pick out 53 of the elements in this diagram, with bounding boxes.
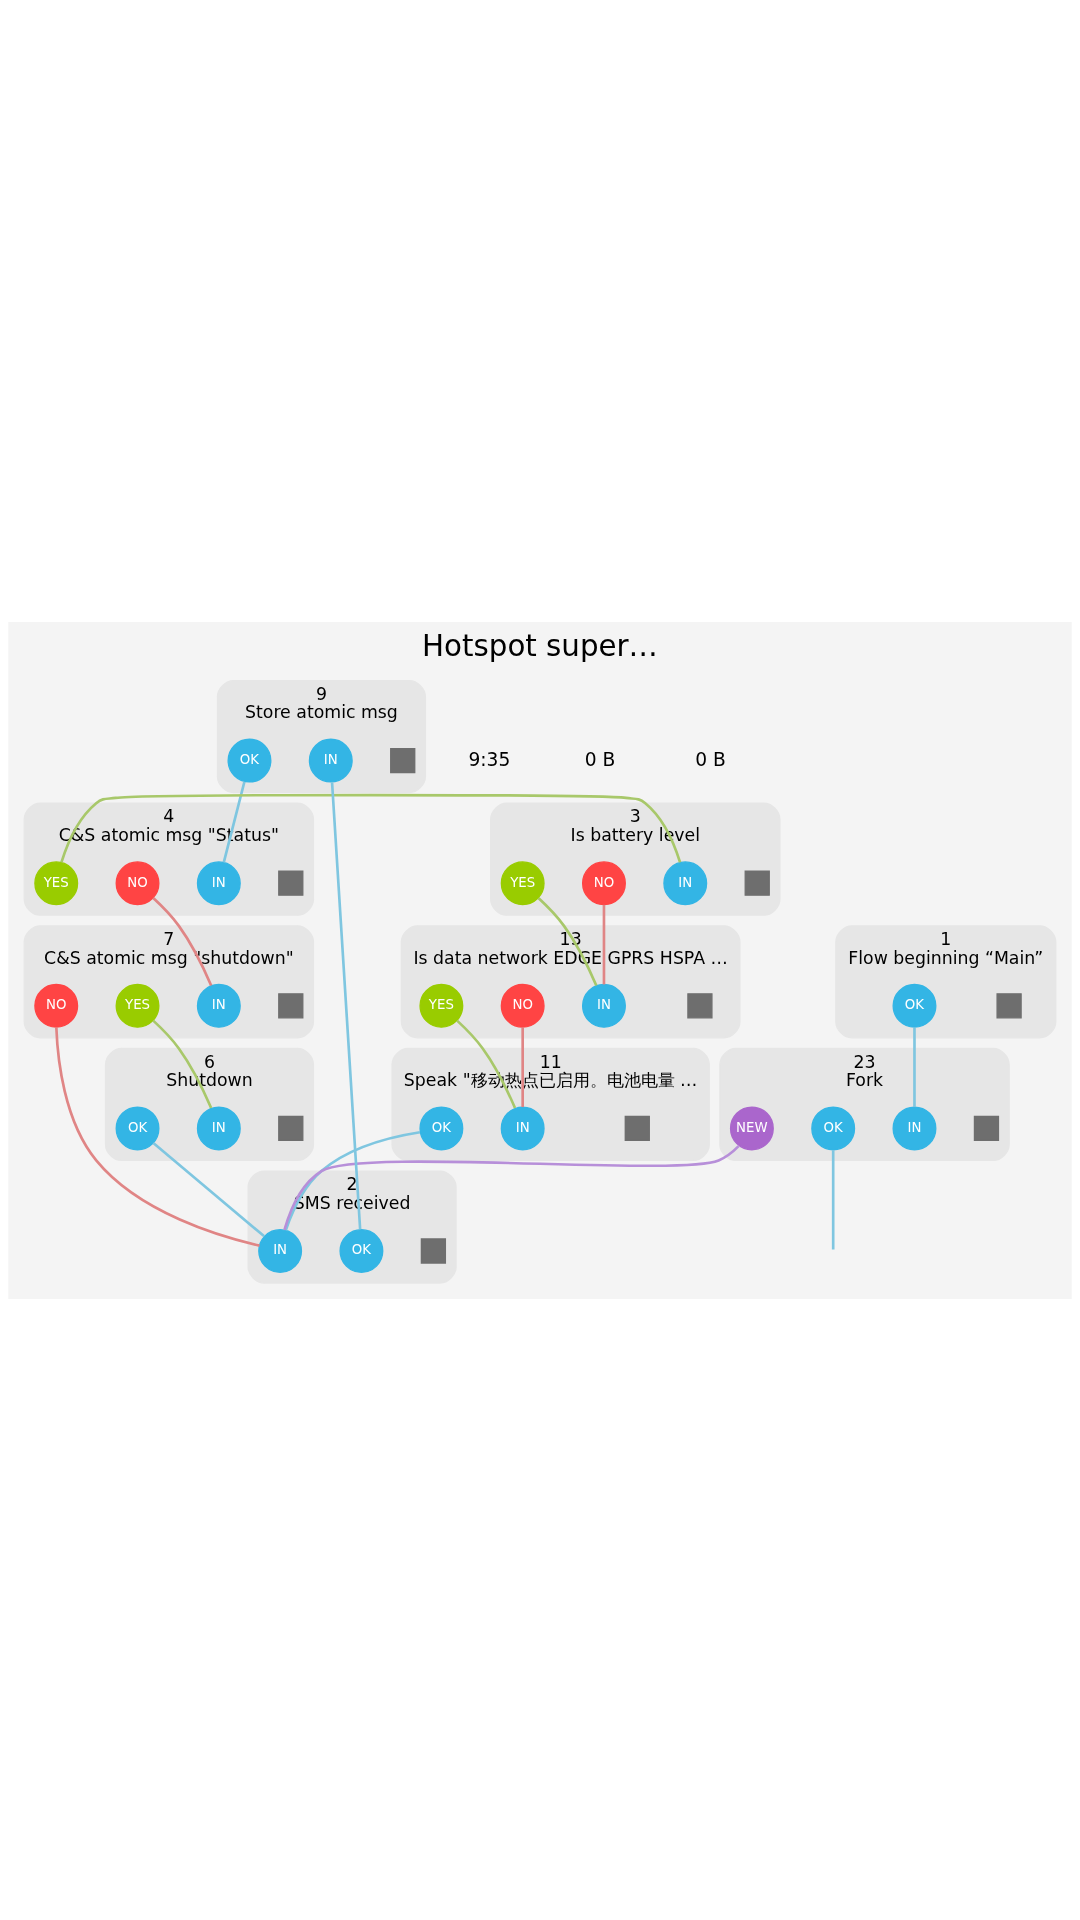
node-circle: NO [500,983,545,1028]
node-circle: NO [34,983,79,1028]
connector [521,1027,524,1107]
node-circle: NO [582,860,626,905]
diagram-title: Hotspot super… [422,628,658,663]
connector [55,1026,260,1247]
node-circle: IN [308,738,353,783]
connector [152,1019,213,1109]
node-circle: IN [196,860,241,905]
node-circle: IN [582,983,626,1028]
connector [222,780,246,863]
node-circle: NO [115,860,160,905]
node-circle: NEW [729,1105,774,1150]
node-box [624,1115,650,1141]
connector [284,1130,421,1231]
connector [602,904,606,984]
node-circle: IN [500,1105,545,1150]
connector [456,1019,517,1109]
node-circle: OK [115,1105,160,1150]
node-circle: IN [196,983,241,1028]
node-circle: YES [34,860,79,905]
node-circle: OK [892,983,937,1028]
node-box [687,992,713,1018]
connector [537,896,598,986]
label: 9:35 [468,748,511,770]
node-circle: IN [892,1105,937,1150]
node-circle: IN [196,1105,241,1150]
node-circle: OK [419,1105,464,1150]
node-box [996,992,1022,1018]
node-circle: OK [227,738,272,783]
connector [330,781,362,1229]
node-box [420,1237,447,1264]
node-box [973,1115,1000,1141]
node-box [278,870,304,896]
node-box [390,747,416,773]
connector [831,1149,835,1249]
connector [283,1144,740,1230]
node-box [278,1115,304,1141]
connector [152,896,213,986]
node-box [744,870,770,896]
node-circle: IN [663,860,708,905]
connector [913,1027,916,1107]
node-circle: YES [115,983,160,1028]
label: 0 B [584,748,616,770]
node-circle: YES [419,983,464,1028]
node-circle: OK [339,1228,384,1273]
connector [152,1141,266,1237]
node-circle: IN [258,1228,303,1273]
label: 0 B [695,748,726,770]
node-circle: YES [500,860,545,905]
connector [60,793,682,863]
node-circle: OK [811,1105,856,1150]
node-box [278,992,304,1018]
